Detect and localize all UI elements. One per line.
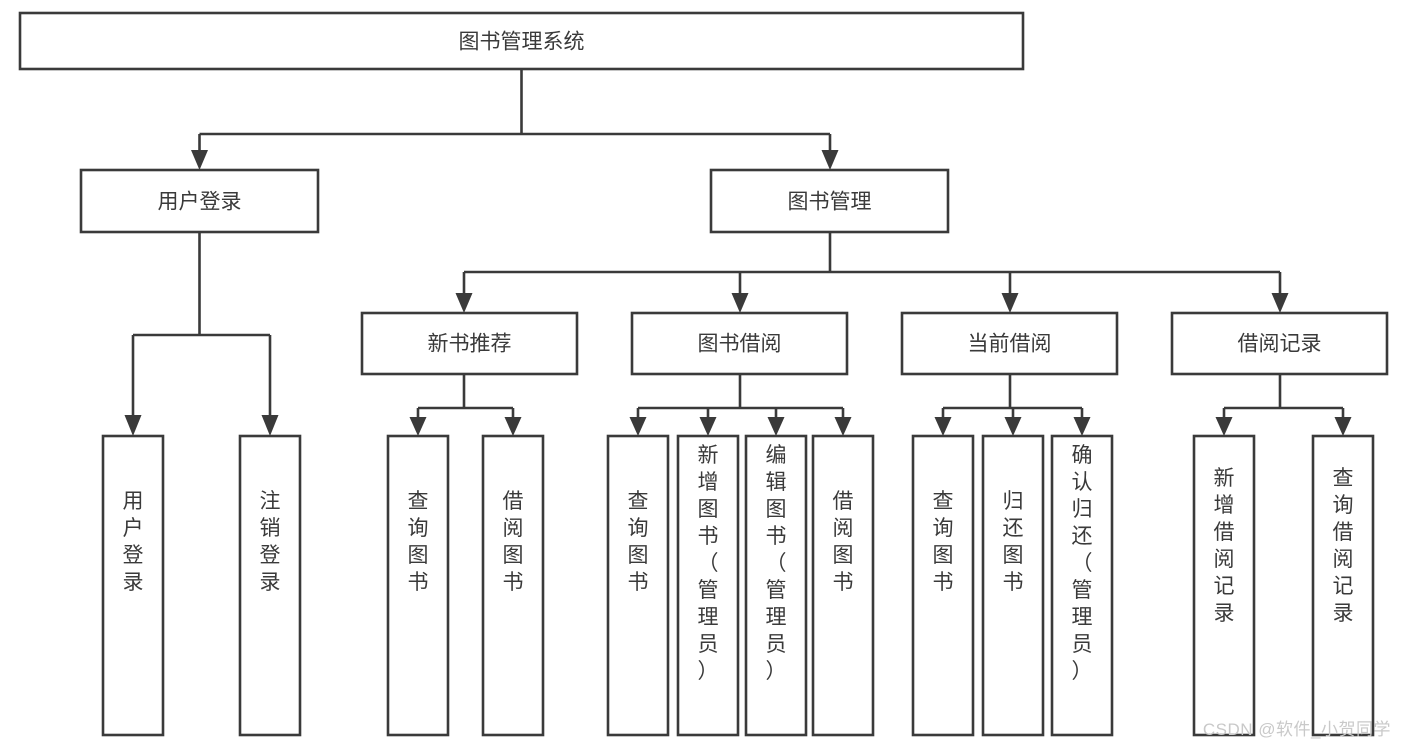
arrow-head-leaf-confirm-return [1073,417,1091,436]
node-leaf-user-login[interactable]: 用户登录 [101,434,165,737]
node-leaf-add-book-box[interactable] [676,434,740,737]
node-user-login-box[interactable] [79,168,320,234]
arrow-head-leaf-edit-book [767,417,785,436]
connector-group-borrow-record [1215,374,1352,436]
node-leaf-query-book-2-box[interactable] [606,434,670,737]
node-new-book-recommend[interactable]: 新书推荐 [360,311,579,376]
node-borrow-record[interactable]: 借阅记录 [1170,311,1389,376]
arrow-head-book-management [821,150,839,170]
node-leaf-return-book-label: 归还图书 [1003,490,1024,594]
arrow-head-book-borrow [731,293,749,313]
node-leaf-user-logout[interactable]: 注销登录 [238,434,302,737]
node-book-management-label: 图书管理 [788,191,872,214]
node-leaf-query-book-1-box[interactable] [386,434,450,737]
node-user-login-label: 用户登录 [158,191,242,214]
node-leaf-borrow-book-2-label: 借阅图书 [833,490,854,594]
arrow-head-leaf-return-book [1004,417,1022,436]
node-book-management[interactable]: 图书管理 [709,168,950,234]
arrow-head-leaf-query-book-3 [934,417,952,436]
arrow-head-leaf-user-login [124,415,142,436]
node-leaf-return-book[interactable]: 归还图书 [981,434,1045,737]
node-leaf-borrow-book-2[interactable]: 借阅图书 [811,434,875,737]
node-leaf-query-record-box[interactable] [1311,434,1375,737]
node-leaf-user-login-box[interactable] [101,434,165,737]
node-leaf-borrow-book-2-box[interactable] [811,434,875,737]
node-root-box[interactable] [18,11,1025,71]
node-leaf-add-record-label: 新增借阅记录 [1214,467,1235,625]
arrow-head-leaf-query-record [1334,417,1352,436]
arrow-head-leaf-query-book-2 [629,417,647,436]
node-leaf-edit-book-box[interactable] [744,434,808,737]
node-leaf-edit-book-label: 编辑图书（管理员） [766,444,787,683]
node-root[interactable]: 图书管理系统 [18,11,1025,71]
connector-group-root [191,69,839,170]
node-current-borrow-box[interactable] [900,311,1119,376]
node-leaf-query-book-3[interactable]: 查询图书 [911,434,975,737]
arrow-head-leaf-query-book-1 [409,417,427,436]
node-leaf-return-book-box[interactable] [981,434,1045,737]
arrow-head-leaf-add-record [1215,417,1233,436]
node-borrow-record-box[interactable] [1170,311,1389,376]
node-leaf-borrow-book-1[interactable]: 借阅图书 [481,434,545,737]
node-leaf-confirm-return[interactable]: 确认归还（管理员） [1050,434,1114,737]
arrow-head-leaf-add-book [699,417,717,436]
node-book-borrow[interactable]: 图书借阅 [630,311,849,376]
node-leaf-borrow-book-1-label: 借阅图书 [503,490,524,594]
arrow-head-borrow-record [1271,293,1289,313]
node-book-management-box[interactable] [709,168,950,234]
node-leaf-user-logout-label: 注销登录 [260,490,281,594]
arrow-head-current-borrow [1001,293,1019,313]
node-book-borrow-label: 图书借阅 [698,333,782,356]
node-leaf-add-record-box[interactable] [1192,434,1256,737]
node-leaf-add-book-label: 新增图书（管理员） [698,444,719,683]
node-current-borrow[interactable]: 当前借阅 [900,311,1119,376]
node-leaf-user-logout-box[interactable] [238,434,302,737]
csdn-watermark: CSDN @软件_小贺同学 [1202,720,1391,739]
node-leaf-query-book-2[interactable]: 查询图书 [606,434,670,737]
node-leaf-confirm-return-box[interactable] [1050,434,1114,737]
connector-group-current-borrow [934,374,1091,436]
node-leaf-query-record[interactable]: 查询借阅记录 [1311,434,1375,737]
arrow-head-new-book-recommend [455,293,473,313]
node-borrow-record-label: 借阅记录 [1238,333,1322,356]
node-leaf-query-book-2-label: 查询图书 [628,490,649,594]
node-leaf-borrow-book-1-box[interactable] [481,434,545,737]
node-leaf-add-book[interactable]: 新增图书（管理员） [676,434,740,737]
arrow-head-leaf-borrow-book-2 [834,417,852,436]
node-user-login[interactable]: 用户登录 [79,168,320,234]
node-leaf-query-book-1[interactable]: 查询图书 [386,434,450,737]
node-new-book-recommend-label: 新书推荐 [428,333,512,356]
connector-group-new-book-recommend [409,374,522,436]
node-leaf-edit-book[interactable]: 编辑图书（管理员） [744,434,808,737]
node-new-book-recommend-box[interactable] [360,311,579,376]
node-book-borrow-box[interactable] [630,311,849,376]
node-leaf-query-book-3-box[interactable] [911,434,975,737]
node-leaf-confirm-return-label: 确认归还（管理员） [1072,444,1093,683]
arrow-head-user-login [191,150,208,170]
arrow-head-leaf-borrow-book-1 [504,417,522,436]
connector-group-book-management [455,232,1289,313]
node-leaf-user-login-label: 用户登录 [123,490,144,594]
node-leaf-query-book-3-label: 查询图书 [933,490,954,594]
connector-group-book-borrow [629,374,852,436]
node-root-label: 图书管理系统 [459,31,585,54]
arrow-head-leaf-user-logout [261,415,279,436]
node-leaf-query-book-1-label: 查询图书 [408,490,429,594]
node-current-borrow-label: 当前借阅 [968,333,1052,356]
connector-group-user-login [124,232,279,436]
node-leaf-query-record-label: 查询借阅记录 [1333,467,1354,625]
node-leaf-add-record[interactable]: 新增借阅记录 [1192,434,1256,737]
